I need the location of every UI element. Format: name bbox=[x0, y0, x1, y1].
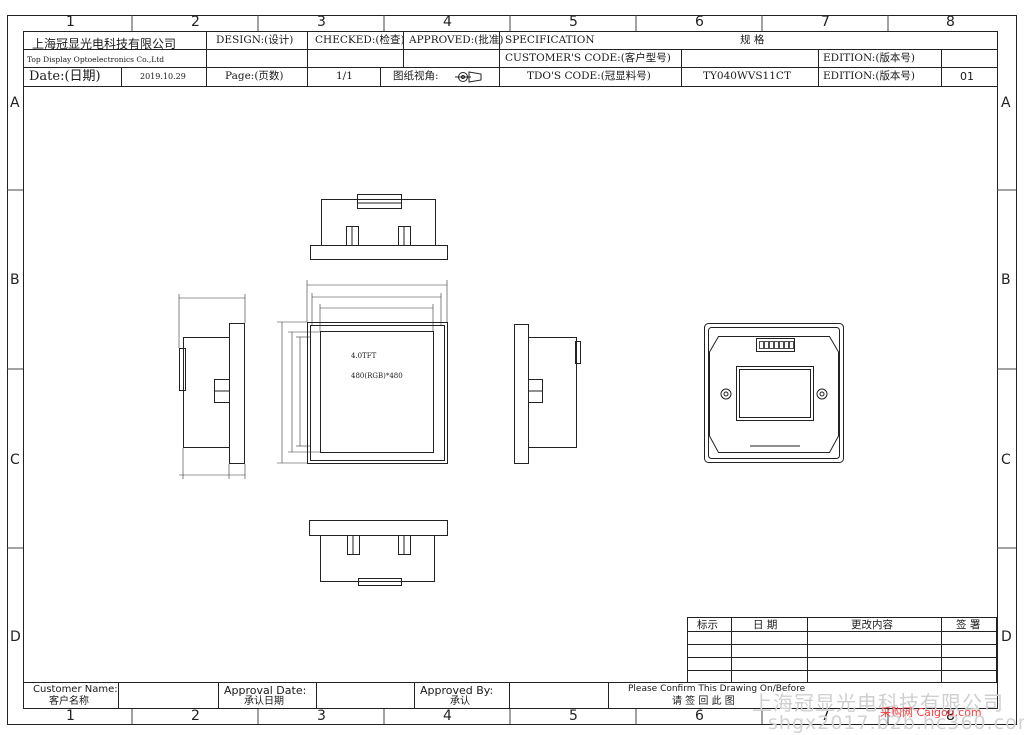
approval-date-cn: 承认日期 bbox=[244, 696, 284, 707]
view-angle-label: 图纸视角: bbox=[393, 70, 439, 82]
zone-col-1-bottom: 1 bbox=[66, 708, 75, 724]
rev-header-mark: 标示 bbox=[697, 619, 718, 631]
design-label: DESIGN:(设计) bbox=[216, 34, 294, 46]
outer-frame bbox=[7, 15, 1017, 725]
projection-symbol-icon bbox=[455, 71, 482, 83]
customer-name-cn: 客户名称 bbox=[49, 696, 89, 707]
front-view bbox=[307, 322, 448, 464]
rear-view bbox=[704, 323, 844, 463]
front-view-dimensions bbox=[277, 280, 448, 464]
zone-col-2-bottom: 2 bbox=[191, 708, 200, 724]
company-name-en: Top Display Optoelectronics Co.,Ltd bbox=[27, 55, 165, 64]
zone-col-3-bottom: 3 bbox=[317, 708, 326, 724]
company-name-cn: 上海冠显光电科技有限公司 bbox=[32, 37, 177, 51]
approval-date-label: Approval Date: bbox=[224, 684, 307, 697]
checked-label: CHECKED:(检查) bbox=[315, 34, 405, 46]
zone-col-5-bottom: 5 bbox=[569, 708, 578, 724]
zone-col-3: 3 bbox=[317, 14, 326, 30]
resolution-text: 480(RGB)*480 bbox=[351, 372, 403, 380]
bottom-view bbox=[309, 520, 448, 586]
approved-by-cn: 承认 bbox=[450, 696, 470, 707]
zone-col-8-bottom: 8 bbox=[946, 708, 955, 724]
left-side-view bbox=[179, 323, 245, 464]
rev-header-date: 日 期 bbox=[753, 619, 778, 631]
zone-ticks bbox=[7, 15, 1016, 724]
rev-header-sign: 签 署 bbox=[956, 619, 981, 631]
tdo-code-label: TDO'S CODE:(冠显料号) bbox=[527, 70, 651, 82]
panel-size-text: 4.0TFT bbox=[351, 352, 377, 360]
zone-col-4: 4 bbox=[443, 14, 452, 30]
zone-col-4-bottom: 4 bbox=[443, 708, 452, 724]
title-block-lines bbox=[23, 31, 997, 87]
confirm-cn: 请 签 回 此 图 bbox=[672, 696, 735, 707]
zone-col-7-bottom: 7 bbox=[821, 708, 830, 724]
tdo-code-value: TY040WVS11CT bbox=[703, 70, 791, 82]
zone-col-6: 6 bbox=[695, 14, 704, 30]
zone-row-d-right: D bbox=[1001, 629, 1012, 645]
customer-code-label: CUSTOMER'S CODE:(客户型号) bbox=[505, 52, 671, 64]
spec-cn-label: 规 格 bbox=[740, 34, 765, 46]
inner-frame bbox=[23, 31, 998, 709]
zone-row-b: B bbox=[10, 272, 20, 288]
approved-by-label: Approved By: bbox=[420, 684, 494, 697]
zone-row-a-right: A bbox=[1001, 95, 1011, 111]
customer-name-label: Customer Name: bbox=[33, 684, 118, 695]
zone-row-c: C bbox=[10, 452, 20, 468]
edition-label-1: EDITION:(版本号) bbox=[823, 52, 916, 64]
rev-header-change: 更改内容 bbox=[851, 619, 893, 631]
zone-row-b-right: B bbox=[1001, 272, 1011, 288]
confirm-label: Please Confirm This Drawing On/Before bbox=[628, 684, 806, 694]
zone-col-5: 5 bbox=[569, 14, 578, 30]
zone-row-d: D bbox=[10, 629, 21, 645]
watermark-site: 采购网 Caigou.com bbox=[880, 706, 982, 719]
watermark-url: shgx2017.b2b.hc360.com bbox=[768, 712, 1024, 734]
date-value: 2019.10.29 bbox=[140, 72, 186, 81]
left-side-dimensions bbox=[178, 294, 246, 479]
footer-lines bbox=[23, 682, 997, 709]
zone-col-8: 8 bbox=[946, 14, 955, 30]
top-view bbox=[310, 194, 448, 260]
specification-label: SPECIFICATION bbox=[505, 34, 595, 46]
watermark-company: 上海冠显光电科技有限公司 bbox=[752, 691, 1004, 715]
zone-col-6-bottom: 6 bbox=[695, 708, 704, 724]
edition-label-2: EDITION:(版本号) bbox=[823, 70, 916, 82]
zone-col-2: 2 bbox=[191, 14, 200, 30]
date-label: Date:(日期) bbox=[29, 69, 101, 84]
page-label: Page:(页数) bbox=[225, 70, 284, 82]
zone-col-1: 1 bbox=[66, 14, 75, 30]
edition-value: 01 bbox=[960, 70, 974, 83]
right-side-view bbox=[514, 324, 581, 464]
page-value: 1/1 bbox=[336, 70, 353, 82]
zone-row-a: A bbox=[10, 95, 20, 111]
zone-col-7: 7 bbox=[821, 14, 830, 30]
approved-label: APPROVED:(批准) bbox=[409, 34, 504, 46]
revision-table-lines bbox=[687, 617, 997, 683]
zone-row-c-right: C bbox=[1001, 452, 1011, 468]
